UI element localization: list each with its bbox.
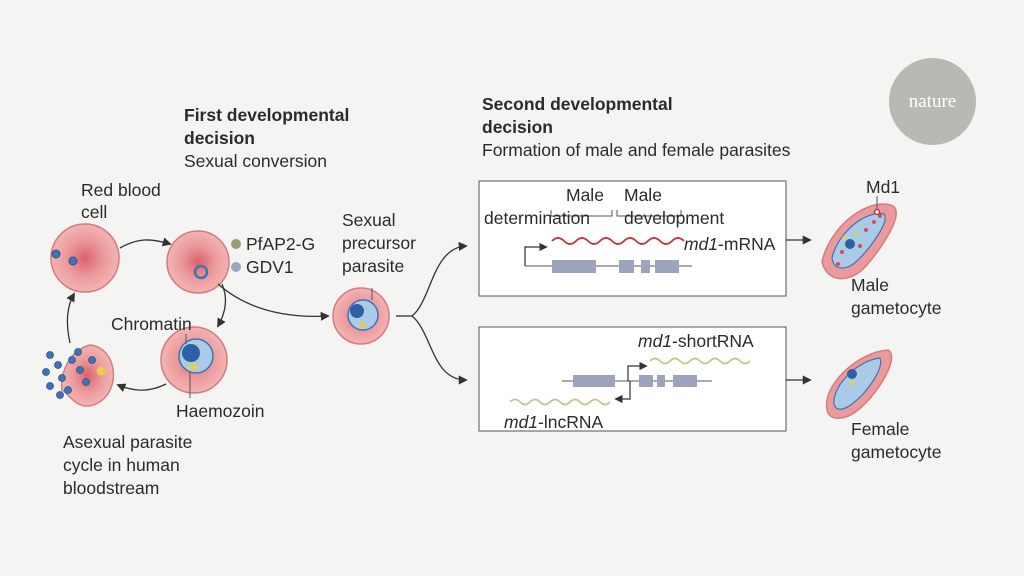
rbc-cell-trophozoite [160, 326, 228, 394]
md1-lncrna-label: md1-lncRNA [504, 411, 603, 433]
second-decision-title-line1: Second developmental [482, 94, 673, 114]
chromatin-label: Chromatin [111, 314, 192, 334]
md1-mrna-wave [551, 237, 685, 245]
red-blood-cell-label-line2: cell [81, 202, 108, 222]
female-gametocyte-label-line1: Female [851, 419, 910, 439]
md1-lncrna-wave [509, 398, 611, 406]
rbc-cell-ring-stage [166, 230, 230, 294]
md1-shortrna-suffix: -shortRNA [672, 331, 754, 351]
md1-mrna-label: md1-mRNA [684, 233, 775, 255]
second-decision-title-line2: decision [482, 117, 553, 137]
md1-shortrna-wave [649, 357, 751, 365]
arrow-rbc-to-ring [119, 237, 172, 249]
asexual-cycle-label-line3: bloodstream [63, 478, 160, 498]
sexual-precursor-label-line3: parasite [342, 256, 405, 276]
asexual-cycle-label-line1: Asexual parasite [63, 432, 193, 452]
sexual-precursor-label-line2: precursor [342, 233, 416, 253]
arrow-trophozoite-to-schizont [116, 383, 167, 392]
sexual-precursor-label-line1: Sexual [342, 210, 396, 230]
rbc-cell-top-left [50, 223, 120, 293]
haemozoin-label: Haemozoin [176, 401, 265, 421]
arrow-branch-to-male [411, 241, 468, 317]
pfap2g-dot [231, 239, 241, 249]
female-pathway-box [478, 326, 787, 432]
pfap2g-label: PfAP2-G [246, 234, 316, 254]
first-decision-subtitle: Sexual conversion [184, 151, 327, 171]
asexual-cycle-label-line2: cycle in human [63, 455, 180, 475]
arrow-ring-to-trophozoite [217, 283, 227, 328]
gdv1-label: GDV1 [246, 257, 294, 277]
male-development-label-line2: development [624, 208, 725, 228]
male-determination-label-line2: determination [484, 208, 591, 228]
md1-mrna-suffix: -mRNA [718, 234, 776, 254]
male-gene-diagram [524, 210, 692, 273]
md1-lncrna-gene-name: md1 [504, 412, 539, 432]
male-gametocyte-cell [821, 196, 897, 280]
male-gametocyte-label-line1: Male [851, 275, 889, 295]
arrow-branch-to-female [411, 315, 468, 385]
gdv1-dot [231, 262, 241, 272]
second-decision-subtitle: Formation of male and female parasites [482, 140, 791, 160]
arrow-to-sexual-precursor [217, 283, 330, 321]
sexual-precursor-cell [332, 287, 390, 345]
md1-mrna-gene-name: md1 [684, 234, 719, 254]
female-gametocyte-label-line2: gametocyte [851, 442, 942, 462]
male-gametocyte-label-line2: gametocyte [851, 298, 942, 318]
nature-logo: nature [889, 58, 976, 145]
first-decision-title-line2: decision [184, 128, 255, 148]
female-gene-diagram [509, 357, 751, 406]
md1-shortrna-gene-name: md1 [638, 331, 673, 351]
female-gametocyte-cell [825, 349, 893, 419]
md1-shortrna-label: md1-shortRNA [638, 330, 754, 352]
red-blood-cell-label-line1: Red blood [81, 180, 161, 200]
male-development-label-line1: Male [624, 185, 662, 205]
nature-logo-text: nature [908, 90, 957, 112]
md1-protein-label: Md1 [866, 177, 901, 197]
male-determination-label-line1: Male [566, 185, 604, 205]
rbc-cell-bursting-schizont [42, 344, 115, 407]
md1-lncrna-suffix: -lncRNA [538, 412, 604, 432]
first-decision-title-line1: First developmental [184, 105, 350, 125]
arrow-schizont-to-rbc [66, 292, 75, 344]
